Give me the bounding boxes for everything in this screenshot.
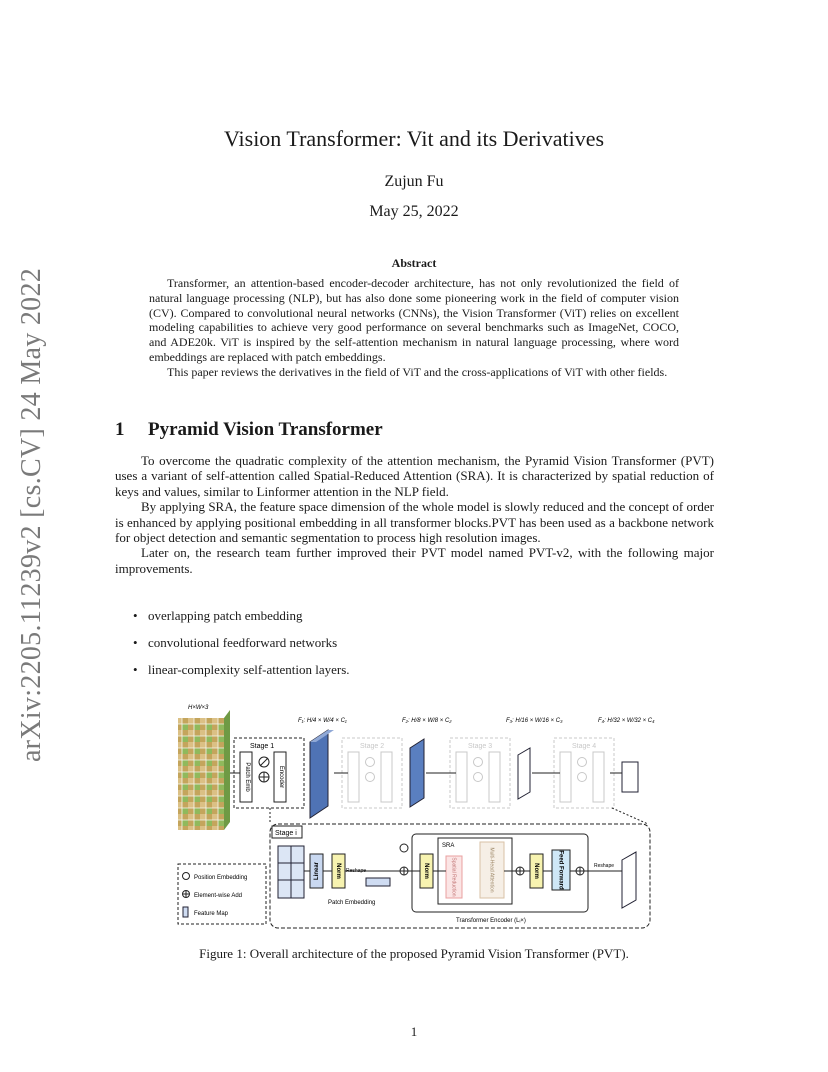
- feed-forward-label: Feed Forward: [557, 850, 563, 890]
- feature-label: F₁: H/4 × W/4 × C₁: [298, 718, 347, 724]
- stage-label: Stage 2: [360, 743, 384, 750]
- reshape-label: Reshape: [594, 863, 614, 869]
- feed-forward-block: [551, 849, 571, 891]
- output-feature-map: [621, 851, 637, 909]
- author: Zujun Fu: [384, 173, 444, 190]
- encoder-label: Encoder: [278, 766, 284, 788]
- arxiv-id: arXiv:2205.11239v2 [cs.CV] 24 May 2022: [16, 267, 47, 763]
- date: May 25, 2022: [369, 203, 459, 220]
- norm-label: Norm: [335, 863, 341, 879]
- feature-label: F₂: H/8 × W/8 × C₂: [402, 718, 452, 724]
- feature-map-f4: [621, 761, 639, 793]
- legend: [177, 863, 267, 925]
- legend-label: Position Embedding: [194, 875, 247, 881]
- patch-emb-block: [239, 751, 253, 803]
- section-number: 1: [115, 419, 125, 440]
- abstract-paragraph: This paper reviews the derivatives in th…: [167, 364, 668, 379]
- mha-label: Multi-Head Attention: [489, 847, 495, 892]
- body-paragraph: To overcome the quadratic complexity of …: [115, 453, 714, 499]
- sra-label: SRA: [442, 843, 454, 849]
- page-number: 1: [410, 1024, 418, 1039]
- abstract-heading: Abstract: [391, 256, 437, 270]
- body-paragraph: By applying SRA, the feature space dimen…: [115, 499, 714, 546]
- feature-map-icon: [182, 906, 189, 918]
- spatial-reduction-block: [445, 855, 463, 899]
- patch-emb-label: Patch Emb: [244, 762, 250, 792]
- feature-map-f1: [309, 729, 329, 819]
- feature-map-f3: [517, 747, 531, 800]
- arxiv-stamp: arXiv:2205.11239v2 [cs.CV] 24 May 2022: [12, 267, 52, 763]
- linear-label: Linear: [314, 861, 320, 880]
- section-title: Pyramid Vision Transformer: [148, 419, 383, 440]
- input-size-label: H×W×3: [188, 705, 209, 711]
- legend-label: Feature Map: [194, 911, 229, 917]
- abstract-body: Transformer, an attention-based encoder-…: [149, 276, 679, 380]
- list-item: convolutional feedforward networks: [133, 635, 350, 662]
- position-embedding-icon: [182, 872, 190, 880]
- architecture-diagram: H×W×3 Stage 1 Patch Emb Encoder F₁: H/4 …: [177, 705, 655, 929]
- stage-label: Stage 3: [468, 743, 492, 750]
- legend-label: Element-wise Add: [194, 893, 242, 899]
- stage-label: Stage 1: [250, 743, 274, 750]
- abstract-paragraph: Transformer, an attention-based encoder-…: [149, 276, 679, 364]
- stage-label: Stage 4: [572, 743, 596, 750]
- transformer-encoder-label: Transformer Encoder (Lᵢ×): [456, 918, 526, 924]
- section-heading: 1 Pyramid Vision Transformer: [115, 419, 383, 441]
- transformer-encoder-box: [411, 833, 589, 913]
- norm-label: Norm: [533, 863, 539, 879]
- bullet-list: overlapping patch embedding convolutiona…: [133, 608, 350, 689]
- stage-i-box: [269, 823, 651, 929]
- feature-label: F₄: H/32 × W/32 × C₄: [598, 718, 655, 724]
- list-item: linear-complexity self-attention layers.: [133, 662, 350, 689]
- list-item: overlapping patch embedding: [133, 608, 350, 635]
- stage-i-label: Stage i: [275, 830, 297, 837]
- pvt-architecture-figure: H×W×3 Stage 1 Patch Emb Encoder F₁: H/4 …: [170, 700, 660, 940]
- spatial-reduction-label: Spatial Reduction: [451, 857, 457, 896]
- figure-caption: Figure 1: Overall architecture of the pr…: [199, 946, 629, 961]
- encoder-block: [273, 751, 287, 803]
- position-embedding-icon: [399, 843, 409, 853]
- paper-title: Vision Transformer: Vit and its Derivati…: [223, 126, 605, 151]
- input-image: [178, 710, 230, 830]
- body-paragraph: Later on, the research team further impr…: [115, 545, 714, 576]
- feature-map-f2: [409, 738, 425, 808]
- section-body: To overcome the quadratic complexity of …: [115, 453, 714, 576]
- patch-embedding-label: Patch Embedding: [328, 900, 375, 906]
- norm-label: Norm: [423, 863, 429, 879]
- multi-head-attention-block: [479, 841, 505, 899]
- feature-label: F₃: H/16 × W/16 × C₃: [506, 718, 563, 724]
